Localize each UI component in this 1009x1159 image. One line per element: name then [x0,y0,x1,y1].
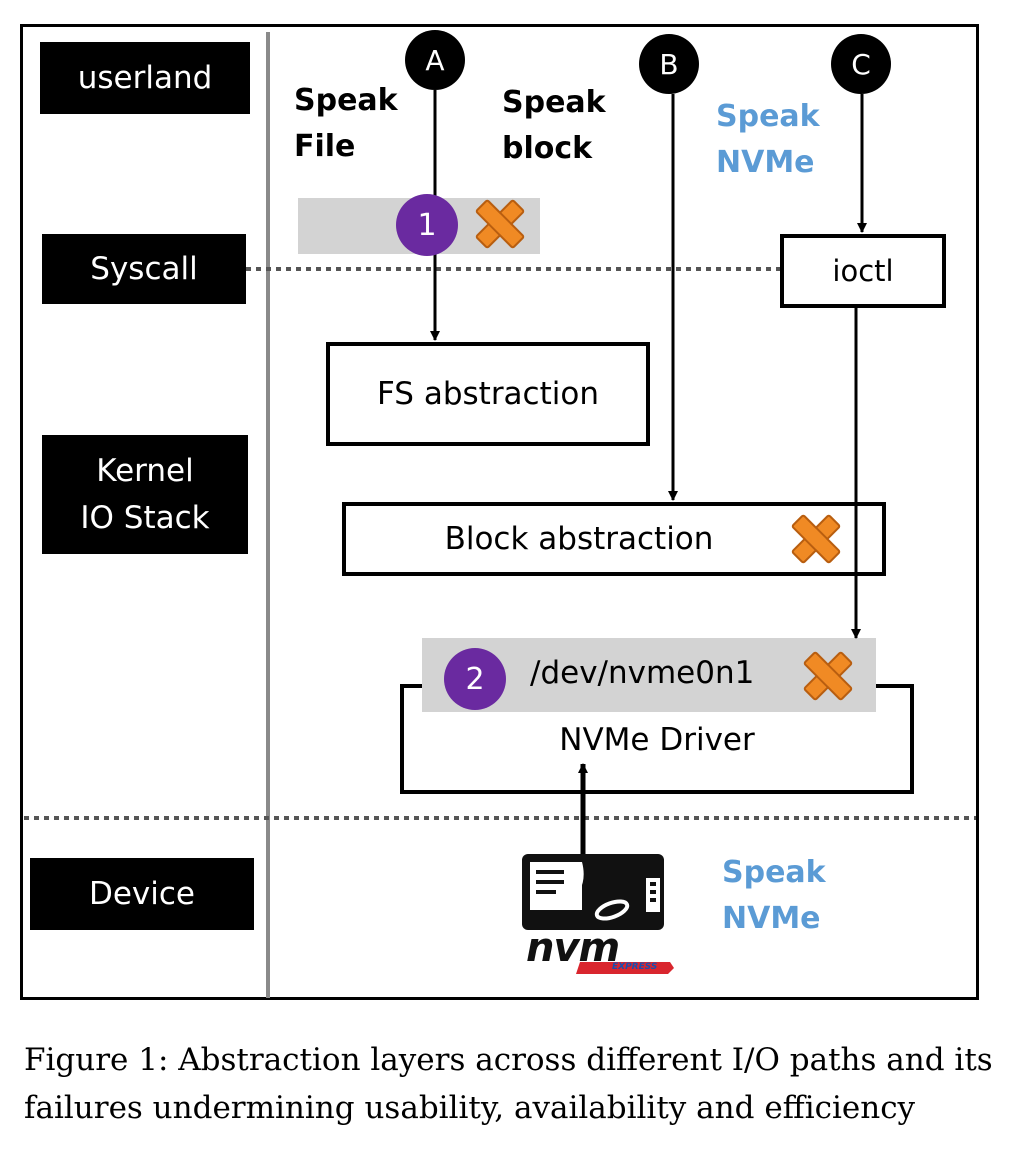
nvm-express-logo: nvm EXPRESS [520,928,680,978]
failure-point-1-number: 1 [417,207,437,243]
layer-label-device-text: Device [88,875,196,912]
path-b-speak-label: Speak block [502,85,606,166]
dev-node-label: /dev/nvme0n1 [530,655,755,691]
ssd-device-icon [522,854,664,930]
path-a-letter: A [425,43,445,77]
failure-point-2-number: 2 [465,661,485,697]
path-c-letter: C [851,47,871,81]
nvm-logo-swoosh [576,962,674,974]
io-stack-diagram: userland Syscall Kernel IO Stack Device … [20,24,979,1000]
path-b-letter: B [659,47,679,81]
layer-label-kernel: Kernel IO Stack [42,435,248,554]
ioctl-label: ioctl [832,254,894,288]
layer-label-userland: userland [40,42,250,114]
failure-x-icon [475,199,525,249]
figure-caption: Figure 1: Abstraction layers across diff… [24,1042,993,1126]
nvme-driver-label: NVMe Driver [559,722,755,758]
path-a-marker: A [405,30,465,90]
nvme-driver-box: NVMe Driver [400,684,914,794]
block-abstraction-label: Block abstraction [444,521,714,557]
outer-frame [20,24,979,1000]
path-b-marker: B [639,34,699,94]
failure-point-2-marker: 2 [444,648,506,710]
fs-abstraction-box: FS abstraction [326,342,650,446]
nvm-logo-text: nvm [526,925,620,971]
failure-x-icon [791,514,841,564]
path-c-marker: C [831,34,891,94]
ioctl-box: ioctl [780,234,946,308]
fs-abstraction-label: FS abstraction [377,376,599,412]
layer-label-kernel-text: Kernel IO Stack [80,452,210,536]
path-a-speak-label: Speak File [294,83,398,164]
layer-label-syscall: Syscall [42,234,246,304]
path-c-speak-label: Speak NVMe [716,99,820,180]
layer-label-userland-text: userland [77,59,213,96]
nvm-logo-subtext: EXPRESS [612,962,658,972]
failure-x-icon [803,651,853,701]
device-speak-label: Speak NVMe [722,855,826,936]
diagram-lines [20,24,979,1000]
block-abstraction-box: Block abstraction [342,502,886,576]
layer-label-syscall-text: Syscall [90,250,198,287]
failure-point-1-marker: 1 [396,194,458,256]
layer-label-device: Device [30,858,254,930]
